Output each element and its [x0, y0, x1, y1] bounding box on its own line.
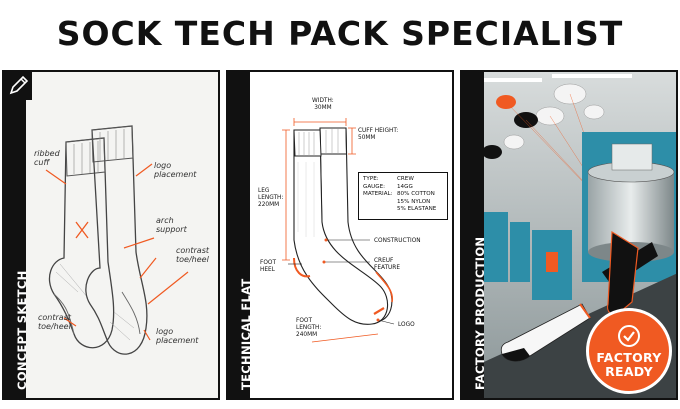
label-construction: CONSTRUCTION: [374, 238, 421, 244]
spec-box: TYPE:CREW GAUGE:14GG MATERIAL:80% COTTON…: [358, 172, 448, 220]
panel-label-concept-sketch: CONCEPT SKETCH: [15, 270, 29, 390]
panel-label-factory-production: FACTORY PRODUCTION: [473, 236, 487, 390]
check-circle-icon: [618, 325, 640, 348]
ann-contrast-toe-heel-left: contrast toe/heel: [38, 313, 71, 331]
spec-row: 15% NYLON: [397, 198, 431, 205]
sock-sketch: [45, 125, 189, 355]
panel-label-technical-flat: TECHNICAL FLAT: [239, 278, 253, 390]
dim-leg-length: LEG LENGTH: 220mm: [258, 188, 284, 209]
side-strip: TECHNICAL FLAT: [228, 72, 253, 398]
sock-technical-drawing: [282, 118, 395, 343]
badge-line-2: READY: [605, 363, 653, 379]
spec-row: TYPE:CREW: [363, 176, 414, 182]
technical-flat-panel: WIDTH: 30mm CUFF HEIGHT: 50mm LEG LENGTH…: [226, 70, 454, 400]
ann-logo-placement-top: logo placement: [154, 161, 197, 179]
side-strip: FACTORY PRODUCTION: [462, 72, 487, 398]
spec-row: GAUGE:14GG: [363, 183, 413, 190]
ann-logo-placement-bottom: logo placement: [156, 327, 199, 345]
side-strip: CONCEPT SKETCH: [4, 72, 29, 398]
factory-production-panel: FACTORY READY FACTORY PRODUCTION: [460, 70, 678, 400]
pencil-icon: [4, 72, 32, 100]
dim-foot-length: FOOT LENGTH: 240mm: [296, 318, 322, 339]
ann-arch-support: arch support: [156, 216, 187, 234]
label-foot-heel: FOOT HEEL: [260, 260, 277, 274]
concept-sketch-panel: ribbed cuff logo placement arch support …: [2, 70, 220, 400]
badge-line-1: FACTORY: [596, 350, 662, 366]
label-creuf-feature: CREUF FEATURE: [374, 258, 400, 272]
factory-ready-badge: FACTORY READY: [586, 308, 672, 394]
dim-width: WIDTH: 30mm: [312, 98, 334, 112]
spec-row: 5% ELASTANE: [397, 206, 437, 213]
spec-row: MATERIAL:80% COTTON: [363, 191, 435, 198]
ann-contrast-toe-heel-right: contrast toe/heel: [176, 246, 209, 264]
page-title: SOCK TECH PACK SPECIALIST: [56, 14, 624, 53]
dim-cuff-height: CUFF HEIGHT: 50mm: [358, 128, 399, 142]
logo-mark-icon: [75, 221, 89, 239]
label-logo: LOGO: [398, 322, 415, 328]
ann-ribbed-cuff: ribbed cuff: [34, 149, 60, 167]
